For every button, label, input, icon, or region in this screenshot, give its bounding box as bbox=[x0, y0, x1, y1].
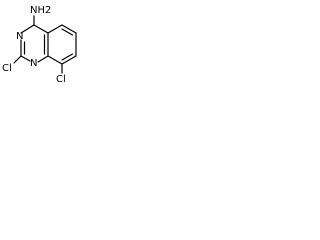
bond-c4-n3 bbox=[20, 24, 35, 34]
atom-label-amine: NH2 bbox=[30, 5, 51, 16]
bond-c2-n1 bbox=[20, 55, 31, 62]
bond-c4a-c4 bbox=[33, 24, 49, 34]
molecule-structure: NH2 N N Cl Cl bbox=[2, 5, 77, 85]
bond-c8-c8a bbox=[47, 55, 63, 65]
bond-c2-cl bbox=[13, 55, 22, 64]
bond-c7-c8 bbox=[61, 55, 77, 65]
bond-c5-c6 bbox=[61, 24, 77, 34]
atom-label-n3: N bbox=[16, 31, 23, 42]
atom-label-n1: N bbox=[30, 58, 37, 69]
atom-label-cl2: Cl bbox=[2, 63, 12, 74]
bond-n1-c8a bbox=[37, 55, 49, 63]
atom-label-cl8: Cl bbox=[56, 74, 66, 85]
bond-c5-c6-double bbox=[61, 28, 74, 36]
bond-c7-c8-double bbox=[61, 53, 74, 61]
bond-c4a-c5 bbox=[47, 24, 63, 34]
